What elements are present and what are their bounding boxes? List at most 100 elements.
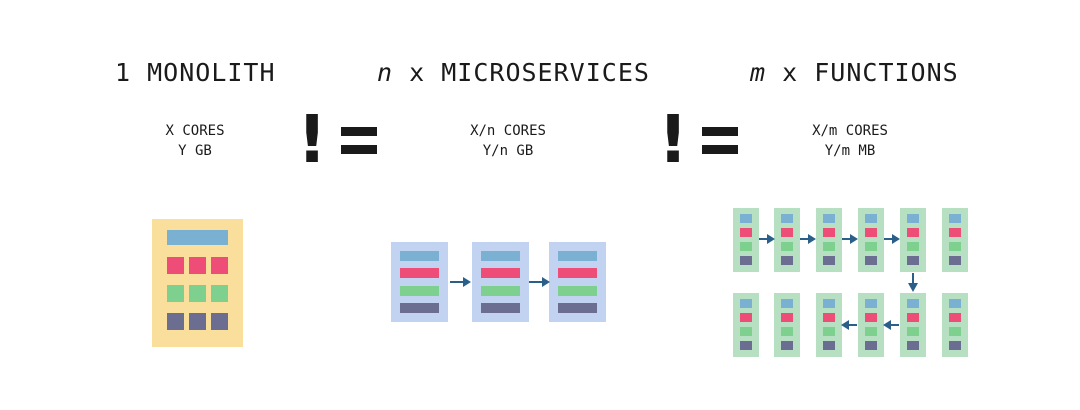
- not-equal-symbol-1: !: [297, 101, 378, 178]
- fn-bar-blue: [781, 214, 793, 223]
- functions-times: x: [782, 58, 799, 87]
- fn-bar-green: [949, 327, 961, 336]
- fn-bar-slate: [781, 341, 793, 350]
- service-bar-slate: [481, 303, 520, 313]
- fn-bar-blue: [823, 214, 835, 223]
- function-block: [774, 208, 800, 272]
- fn-bar-green: [740, 242, 752, 251]
- fn-bar-slate: [823, 341, 835, 350]
- fn-bar-blue: [740, 214, 752, 223]
- monolith-header-bar: [167, 230, 228, 245]
- fn-bar-green: [865, 242, 877, 251]
- fn-bar-pink: [823, 313, 835, 322]
- fn-bar-slate: [907, 341, 919, 350]
- monolith-memory: Y GB: [178, 143, 212, 159]
- fn-bar-slate: [781, 256, 793, 265]
- function-block: [900, 293, 926, 357]
- fn-bar-blue: [823, 299, 835, 308]
- fn-bar-pink: [781, 313, 793, 322]
- function-block: [858, 208, 884, 272]
- arrow-right-icon: [842, 234, 858, 244]
- monolith-cell: [211, 257, 228, 274]
- monolith-block: [152, 219, 243, 347]
- fn-bar-slate: [823, 256, 835, 265]
- arrow-left-icon: [883, 320, 899, 330]
- fn-bar-slate: [949, 341, 961, 350]
- monolith-cores: X CORES: [165, 123, 225, 139]
- equals-sign: [702, 126, 739, 154]
- service-bar-pink: [481, 268, 520, 278]
- fn-bar-slate: [740, 256, 752, 265]
- arrow-right-icon: [800, 234, 816, 244]
- service-bar-slate: [558, 303, 597, 313]
- service-bar-green: [481, 286, 520, 296]
- service-bar-slate: [400, 303, 439, 313]
- microservices-count: n: [377, 58, 394, 87]
- fn-bar-green: [740, 327, 752, 336]
- functions-title: m x FUNCTIONS: [750, 58, 959, 87]
- fn-bar-pink: [949, 228, 961, 237]
- arrow-right-icon: [884, 234, 900, 244]
- functions-cores: X/m CORES: [812, 123, 888, 139]
- service-bar-blue: [558, 251, 597, 261]
- function-block: [942, 293, 968, 357]
- arrow-down-icon: [908, 273, 918, 292]
- fn-bar-slate: [865, 341, 877, 350]
- fn-bar-pink: [823, 228, 835, 237]
- fn-bar-blue: [740, 299, 752, 308]
- not-equal-symbol-2: !: [658, 101, 739, 178]
- exclamation-mark: !: [297, 101, 328, 178]
- microservices-memory: Y/n GB: [482, 143, 534, 159]
- arrow-right-icon: [450, 277, 471, 287]
- fn-bar-green: [823, 242, 835, 251]
- monolith-cell: [189, 285, 206, 302]
- function-block: [816, 208, 842, 272]
- arrow-right-icon: [759, 234, 775, 244]
- microservice-block: [549, 242, 606, 322]
- arrow-left-icon: [841, 320, 857, 330]
- function-block: [858, 293, 884, 357]
- monolith-title-text: MONOLITH: [147, 58, 276, 87]
- service-bar-blue: [481, 251, 520, 261]
- monolith-cell: [211, 313, 228, 330]
- microservices-spec: X/n CORES Y/n GB: [470, 121, 546, 161]
- function-block: [774, 293, 800, 357]
- monolith-cell: [167, 313, 184, 330]
- functions-count: m: [750, 58, 767, 87]
- service-bar-blue: [400, 251, 439, 261]
- fn-bar-pink: [740, 313, 752, 322]
- fn-bar-blue: [865, 299, 877, 308]
- function-block: [942, 208, 968, 272]
- functions-memory: Y/m MB: [824, 143, 876, 159]
- fn-bar-blue: [907, 299, 919, 308]
- function-block: [733, 293, 759, 357]
- fn-bar-blue: [949, 299, 961, 308]
- exclamation-mark: !: [658, 101, 689, 178]
- equals-sign: [341, 126, 378, 154]
- fn-bar-blue: [949, 214, 961, 223]
- service-bar-green: [400, 286, 439, 296]
- function-block: [900, 208, 926, 272]
- service-bar-pink: [400, 268, 439, 278]
- fn-bar-green: [865, 327, 877, 336]
- fn-bar-slate: [907, 256, 919, 265]
- fn-bar-slate: [740, 341, 752, 350]
- service-bar-pink: [558, 268, 597, 278]
- monolith-count: 1: [115, 58, 132, 87]
- monolith-title: 1 MONOLITH: [115, 58, 276, 87]
- functions-spec: X/m CORES Y/m MB: [812, 121, 888, 161]
- fn-bar-blue: [781, 299, 793, 308]
- monolith-cell: [211, 285, 228, 302]
- microservices-cores: X/n CORES: [470, 123, 546, 139]
- fn-bar-green: [907, 242, 919, 251]
- fn-bar-pink: [781, 228, 793, 237]
- fn-bar-blue: [865, 214, 877, 223]
- fn-bar-green: [781, 327, 793, 336]
- fn-bar-pink: [865, 313, 877, 322]
- fn-bar-blue: [907, 214, 919, 223]
- functions-title-text: FUNCTIONS: [814, 58, 959, 87]
- monolith-cell: [189, 257, 206, 274]
- fn-bar-pink: [907, 313, 919, 322]
- microservice-block: [472, 242, 529, 322]
- fn-bar-green: [949, 242, 961, 251]
